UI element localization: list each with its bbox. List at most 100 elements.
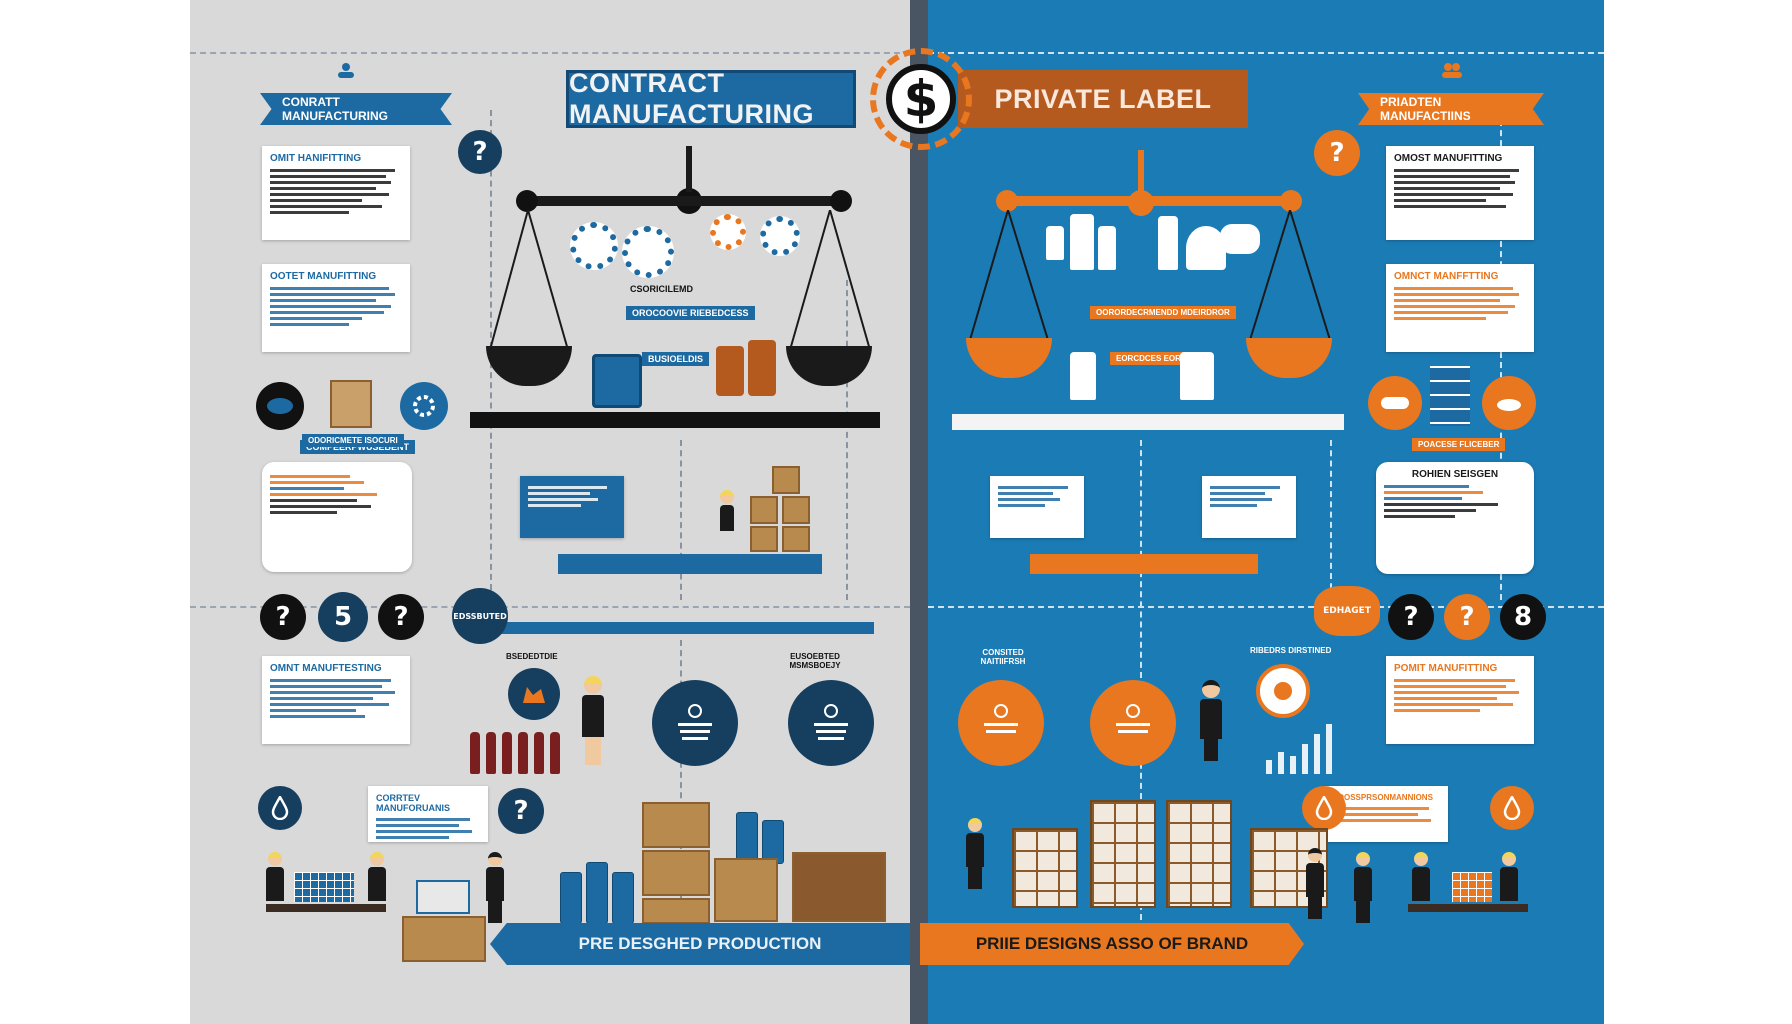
businesswoman-figure: [1354, 852, 1372, 923]
worker-figure: [1500, 852, 1518, 901]
node-caption-1: BSEDEDTDIE: [506, 652, 558, 661]
bottle-icon: [716, 346, 744, 396]
worker-figure: [266, 852, 284, 901]
bar-chart-icon: [1266, 720, 1332, 774]
vert-dash-l3: [680, 640, 682, 920]
people-icon-left: [338, 63, 354, 78]
scale-end-right: [830, 190, 852, 212]
question-circle-2: ?: [1444, 594, 1490, 640]
left-card-3: [262, 462, 412, 572]
businesswoman-figure: [582, 676, 604, 765]
bottle-icon: [748, 340, 776, 396]
info-panel-right-2: [1202, 476, 1296, 538]
node-circle: EDSSBUTED: [452, 588, 508, 644]
product-crate: [1012, 828, 1078, 908]
ribbon-left: CONRATT MANUFACTURING: [260, 93, 452, 125]
cardboard-box: [642, 802, 710, 848]
card-title: OOTET MANUFITTING: [270, 271, 377, 282]
top-dash-right: [928, 52, 1604, 54]
briefcase-icon: [592, 354, 642, 408]
scale-end-right: [1280, 190, 1302, 212]
scale-caption: CSORICILEMD: [630, 284, 693, 294]
businessman-figure: [1306, 848, 1324, 919]
blue-divider-bar: [498, 622, 874, 634]
drop-icon: [1302, 786, 1346, 830]
node-caption-2-right: RIBEDRS DIRSTINED: [1250, 646, 1332, 655]
gear-icon: [710, 214, 746, 250]
plant-icon: [1256, 664, 1310, 718]
scale-post: [686, 146, 692, 192]
bottle-icon: [470, 732, 480, 774]
orange-progress-bar: [1030, 554, 1258, 574]
node-caption-2: EUSOEBTED MSMSBOEJY: [789, 652, 841, 670]
side-tag: POACESE FLICEBER: [1412, 438, 1506, 451]
scale-beam-left: [520, 196, 850, 206]
footer-banner-left: PRE DESGHED PRODUCTION: [490, 923, 910, 965]
bottle-icon: [1046, 226, 1064, 260]
cloud-icon: [1482, 376, 1536, 430]
right-card-3: ROHIEN SEISGEN: [1376, 462, 1534, 574]
scale-tag-2: BUSIOELDIS: [642, 352, 710, 366]
center-divider: [910, 0, 928, 1024]
card-title: OMIT HANIFITTING: [270, 153, 362, 164]
card-title: OMNT MANUFTESTING: [270, 663, 382, 674]
vert-dash-l2: [680, 440, 682, 600]
node-caption-1-right: CONSITED NAITIIFRSH: [980, 648, 1026, 666]
people-icon-right: [1442, 63, 1462, 78]
card-title: OMOST MANUFITTING: [1394, 153, 1503, 164]
drum-stack: [736, 812, 758, 864]
gear-icon: [622, 226, 674, 278]
left-card-2: OOTET MANUFITTING: [262, 264, 410, 352]
dollar-badge: $: [870, 48, 972, 150]
desk: [1408, 904, 1528, 912]
drum-stack: [560, 872, 582, 924]
dollar-icon: $: [886, 64, 956, 134]
worker-figure: [966, 818, 984, 889]
question-icon: ?: [1314, 130, 1360, 176]
number-circle-8: 8: [1500, 594, 1546, 640]
left-card-5: CORRTEV MANUFORUANIS: [368, 786, 488, 842]
bottle-icon: [534, 732, 544, 774]
counter-box: [792, 852, 886, 922]
right-card-1: OMOST MANUFITTING: [1386, 146, 1534, 240]
card-title: ROHIEN SEISGEN: [1411, 469, 1499, 480]
drum-stack: [586, 862, 608, 924]
bottle-icon: [1158, 216, 1178, 270]
scale-base: [952, 414, 1344, 430]
scale-base: [470, 412, 880, 428]
scale-strings-right: [969, 210, 1331, 341]
bottle-icon: [1070, 352, 1096, 400]
product-crate: [1166, 800, 1232, 908]
right-card-2: OMNCT MANFFTTING: [1386, 264, 1534, 352]
product-crate: [1090, 800, 1156, 908]
bottle-icon: [486, 732, 496, 774]
title-private-label: PRIVATE LABEL: [958, 70, 1248, 128]
cardboard-box: [642, 850, 710, 896]
mid-dash-right: [928, 606, 1604, 608]
shelf-icon: [1430, 366, 1470, 426]
info-circle-right-2: [1090, 680, 1176, 766]
title-contract-manufacturing: CONTRACT MANUFACTURING: [566, 68, 856, 129]
question-icon: ?: [458, 130, 502, 174]
vert-dash-l4: [846, 280, 848, 600]
bottle-icon: [550, 732, 560, 774]
footer-banner-right: PRIIE DESIGNS ASSO OF BRAND: [920, 923, 1304, 965]
scale-end-left: [996, 190, 1018, 212]
question-icon: ?: [498, 788, 544, 834]
info-panel-left: [520, 476, 624, 538]
card-title: CORRTEV MANUFORUANIS: [376, 793, 450, 813]
bottle-icon: [1180, 352, 1214, 400]
package-icon: [330, 380, 372, 428]
bottle-icon: [502, 732, 512, 774]
card-title: OMNCT MANFFTTING: [1394, 271, 1499, 282]
globe-icon: [256, 382, 304, 430]
drop-icon: [258, 786, 302, 830]
question-circle-1: ?: [260, 594, 306, 640]
stacked-box: [772, 466, 800, 494]
stacked-box: [782, 526, 810, 552]
gear-icon: [570, 222, 618, 270]
stacked-box: [782, 496, 810, 524]
cardboard-box: [714, 858, 778, 922]
businessman-figure: [1200, 680, 1222, 761]
vert-dash-r2: [1330, 440, 1332, 620]
